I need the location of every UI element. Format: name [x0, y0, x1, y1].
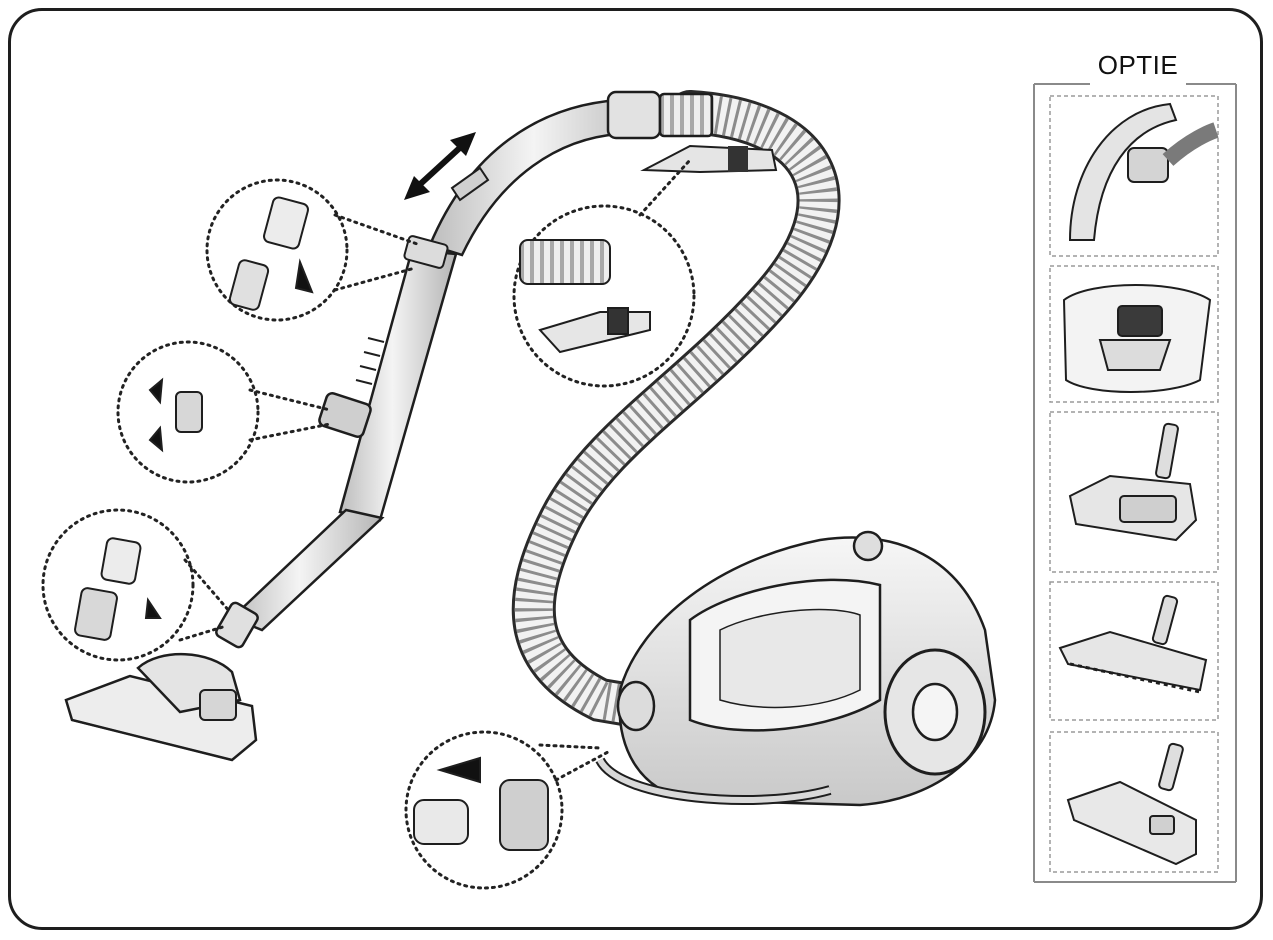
callout-detail-art — [74, 196, 651, 851]
telescope-adjust-arrow — [404, 132, 476, 200]
callout-telescope-adjust — [116, 340, 260, 484]
callout-hose-insert — [404, 730, 564, 890]
option-floor-nozzle — [1066, 742, 1197, 866]
flexible-hose — [511, 90, 841, 727]
option-parquet-brush — [1058, 594, 1208, 694]
option-turbo-brush — [1068, 422, 1198, 542]
option-panel — [1033, 83, 1237, 883]
vacuum-body — [595, 530, 997, 807]
option-handle — [1068, 102, 1219, 241]
diagram-frame — [8, 8, 1263, 930]
hose-handle — [428, 90, 714, 257]
callout-crevice-tool — [512, 204, 696, 388]
callout-tube-handle-connect — [205, 178, 349, 322]
option-slot-4 — [1049, 581, 1219, 721]
option-slot-2 — [1049, 265, 1219, 403]
option-slot-3 — [1049, 411, 1219, 573]
callout-nozzle-connect — [41, 508, 195, 662]
telescopic-tube — [215, 235, 458, 649]
crevice-tool-clip — [640, 144, 778, 174]
option-slot-1 — [1049, 95, 1219, 257]
option-panel-title: OPTIE — [1097, 50, 1179, 80]
floor-nozzle — [64, 652, 258, 762]
option-dust-bag — [1062, 284, 1212, 393]
option-slot-5 — [1049, 731, 1219, 873]
